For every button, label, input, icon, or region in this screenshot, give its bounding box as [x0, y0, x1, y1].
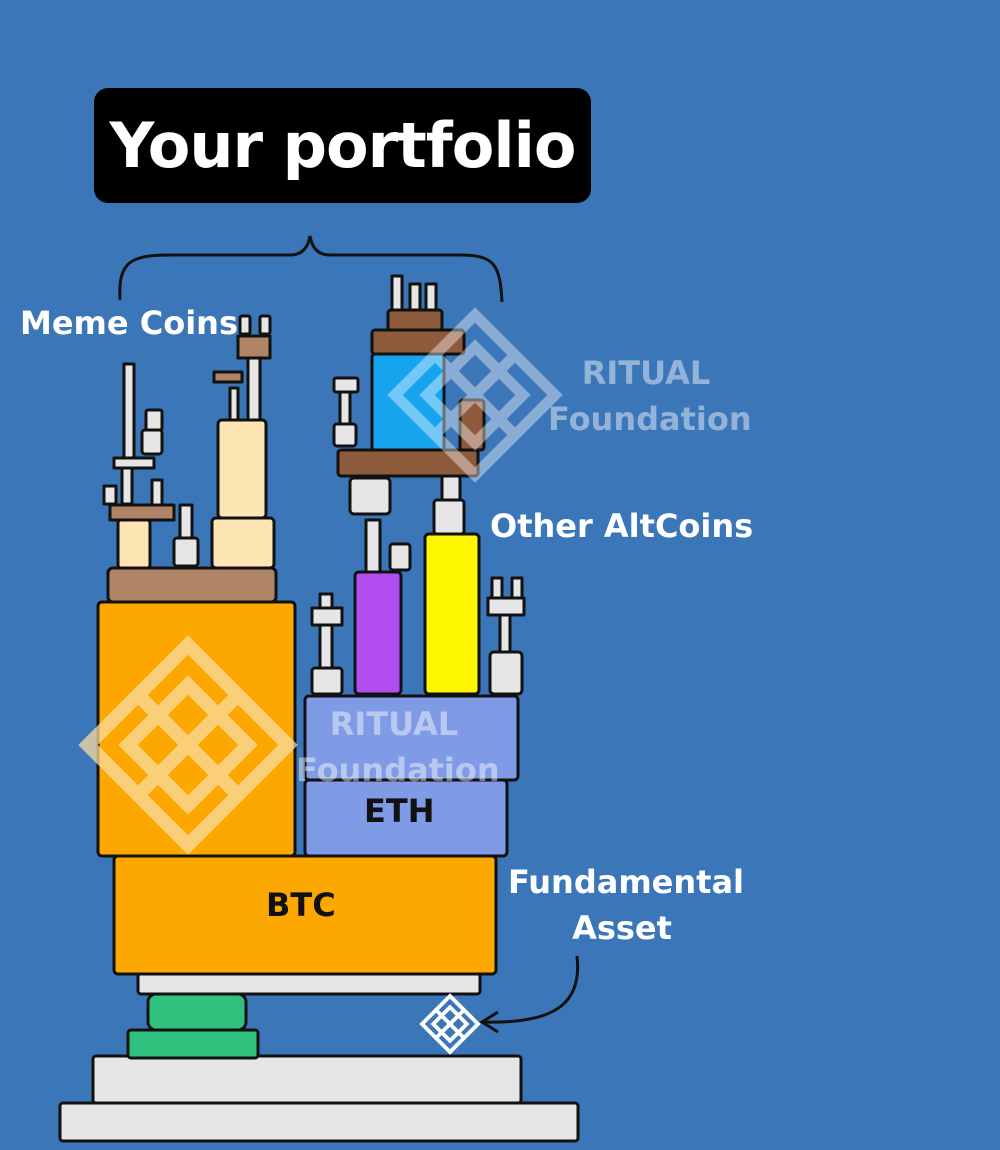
altcoin-yellow-block [423, 532, 481, 696]
meme-stick [150, 478, 164, 507]
alt-stick [490, 576, 504, 600]
label-fundamental-asset: Fundamental Asset [508, 859, 745, 951]
cream-block-small [116, 518, 152, 570]
alt-piece [310, 666, 344, 696]
alt-piece [440, 474, 462, 502]
alt-stick [318, 592, 334, 610]
top-piece [332, 376, 360, 394]
top-stick [424, 282, 438, 312]
watermark-text-middle: RITUAL Foundation [296, 701, 500, 793]
cream-block-lower [210, 516, 276, 570]
knot-logo-icon [420, 994, 480, 1054]
meme-stick [246, 356, 262, 422]
watermark-line1: RITUAL [581, 354, 711, 392]
btc-label: BTC [266, 886, 336, 924]
curly-brace-icon [118, 235, 504, 303]
curved-arrow-icon [483, 955, 580, 1024]
green-block-upper [146, 992, 248, 1032]
watermark-line2: Foundation [548, 400, 752, 438]
meme-stick [102, 484, 118, 506]
meme-plate [106, 566, 278, 604]
top-piece [332, 422, 358, 448]
label-other-altcoins: Other AltCoins [490, 507, 754, 545]
meme-piece [172, 536, 200, 568]
meme-stick [122, 362, 136, 460]
top-stick [408, 282, 422, 312]
watermark-line1: RITUAL [329, 705, 459, 743]
meme-cap [236, 334, 272, 360]
watermark-text-top: RITUAL Foundation [548, 350, 752, 442]
meme-stick [178, 503, 194, 540]
eth-label: ETH [364, 792, 435, 830]
top-stick [338, 388, 352, 426]
alt-bar [310, 606, 344, 627]
btc-block [112, 854, 498, 976]
alt-piece [432, 498, 466, 536]
top-stick [390, 274, 404, 312]
alt-stick [510, 576, 524, 600]
meme-stick [228, 386, 240, 422]
alt-stick [318, 623, 334, 670]
label-fundamental-line1: Fundamental [508, 863, 745, 901]
meme-cap [212, 370, 244, 384]
label-fundamental-line2: Asset [572, 909, 672, 947]
label-meme-coins: Meme Coins [20, 304, 238, 342]
alt-piece [388, 542, 412, 572]
green-block-lower [126, 1028, 260, 1060]
eth-upper-block [303, 694, 520, 782]
meme-stick [238, 314, 252, 336]
page-title: Your portfolio [109, 109, 577, 182]
arrow-head [479, 1010, 499, 1034]
alt-piece [488, 650, 524, 696]
alt-bar [486, 596, 526, 617]
title-banner: Your portfolio [94, 88, 591, 203]
base-slab-bottom [58, 1101, 580, 1143]
watermark-line2: Foundation [296, 751, 500, 789]
meme-piece [144, 408, 164, 432]
top-cap [386, 308, 444, 332]
meme-stick [258, 314, 272, 336]
alt-stick [498, 613, 512, 654]
cream-block-tall [216, 418, 268, 520]
meme-stick [120, 466, 134, 506]
meme-piece [140, 428, 164, 456]
altcoin-purple-block [353, 570, 403, 696]
alt-stick [364, 518, 382, 574]
alt-piece [348, 476, 392, 516]
base-slab-top [91, 1054, 523, 1105]
meme-cap [108, 503, 176, 522]
